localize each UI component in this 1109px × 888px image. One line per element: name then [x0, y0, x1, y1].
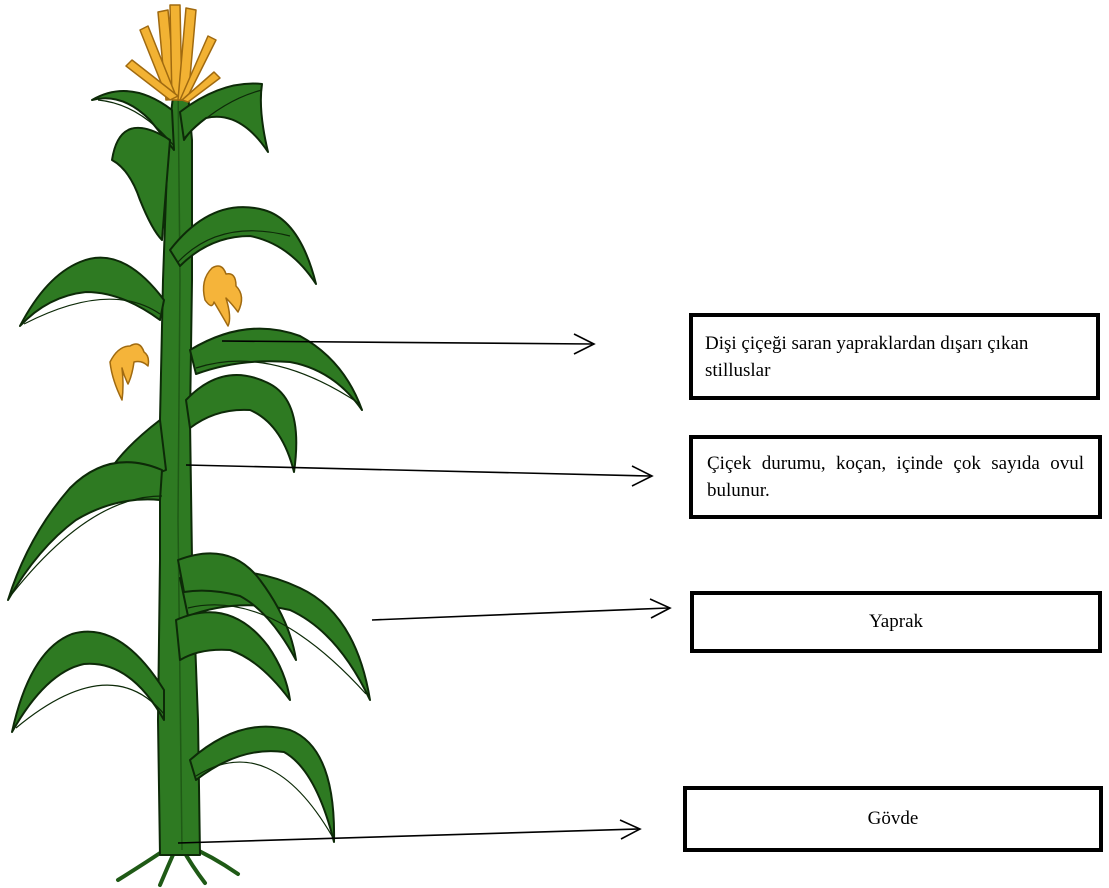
label-leaf-text: Yaprak	[869, 609, 923, 636]
corn-plant-illustration	[8, 5, 370, 885]
label-cob-text: Çiçek durumu, koçan, içinde çok sayıda o…	[707, 453, 1084, 501]
label-silk-text: Dişi çiçeği saran yapraklardan dışarı çı…	[705, 333, 1028, 381]
arrow-leaf-line	[372, 608, 668, 620]
label-box-silk: Dişi çiçeği saran yapraklardan dışarı çı…	[689, 313, 1100, 400]
label-box-stem: Gövde	[683, 786, 1103, 852]
label-box-leaf: Yaprak	[690, 591, 1102, 653]
tassel	[126, 5, 220, 102]
arrow-cob-line	[186, 465, 650, 476]
label-box-cob: Çiçek durumu, koçan, içinde çok sayıda o…	[689, 435, 1102, 519]
label-stem-text: Gövde	[868, 806, 919, 833]
arrow-stem-line	[178, 829, 638, 843]
